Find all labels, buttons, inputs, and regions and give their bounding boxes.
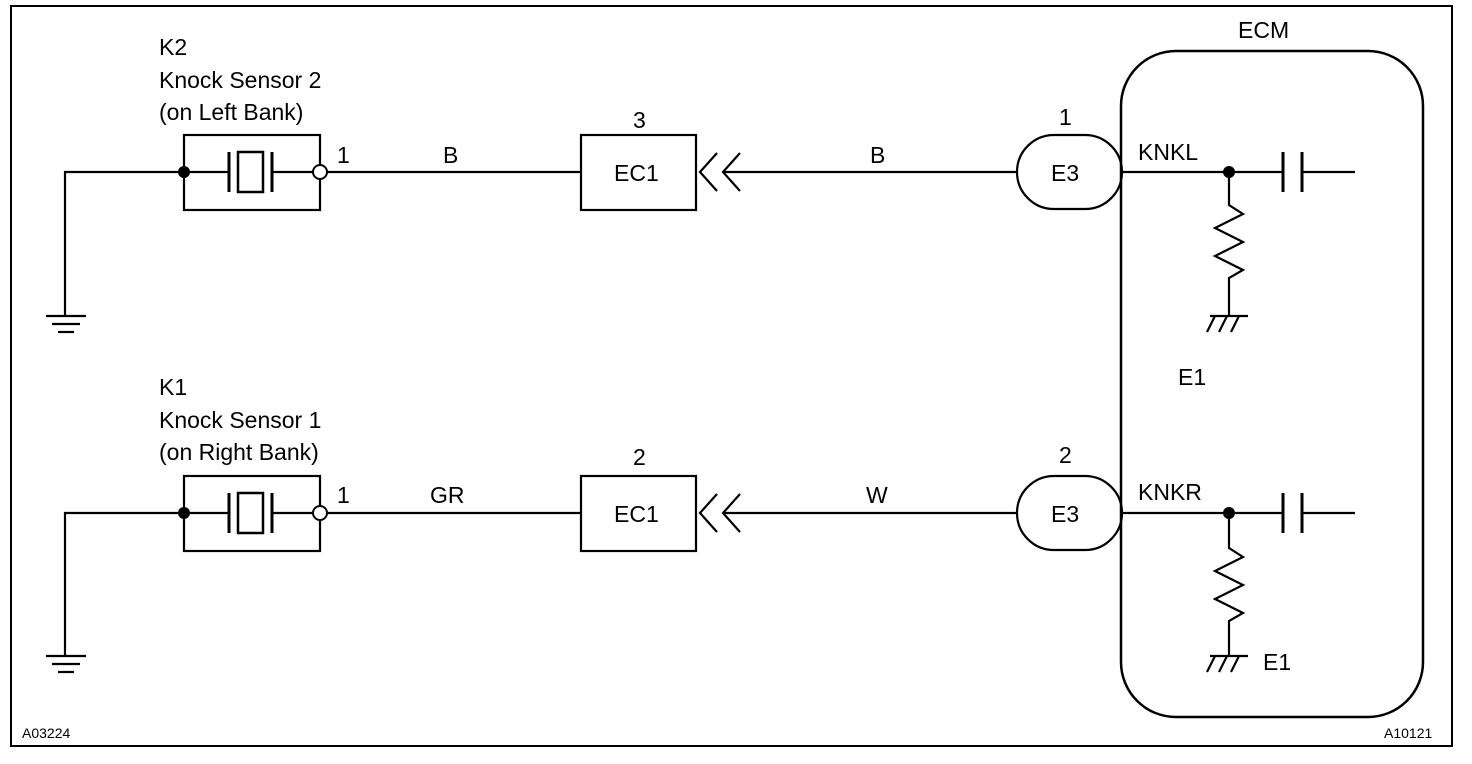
top-wire-color-2: B [870,142,885,168]
top-ec1-connector [579,133,698,212]
sensor-left-pin-terminal [312,164,328,180]
knkr-chassis-ground-icon [1206,654,1248,673]
knkl-capacitor-icon [1281,152,1355,192]
sensor-left-pin: 1 [337,142,350,168]
sensor-left-location: (on Left Bank) [159,99,303,125]
bottom-e3-label: E3 [1051,501,1079,527]
terminal-knkr: KNKR [1138,479,1202,505]
top-e3-label: E3 [1051,160,1079,186]
top-wire-color-1: B [443,142,458,168]
bottom-wire-color-1: GR [430,482,465,508]
ground-icon [46,654,86,674]
ground-label-e1-middle: E1 [1178,364,1206,390]
figure-code-left: A03224 [22,725,70,741]
sensor-right-code: K1 [159,374,187,400]
top-ec1-pin: 3 [633,107,646,133]
knkl-resistor-icon [1212,172,1246,316]
bottom-e3-pin: 2 [1059,442,1072,468]
ecm-title: ECM [1238,17,1289,43]
knkr-capacitor-icon [1281,493,1355,533]
sensor-left-ground-dot [178,166,190,178]
knock-sensor-right-symbol [182,474,322,553]
ground-icon [46,314,86,334]
top-e3-pin: 1 [1059,104,1072,130]
knkr-resistor-icon [1212,513,1246,656]
bottom-ec1-label: EC1 [614,501,659,527]
ecm-box [1119,49,1425,719]
sensor-left-code: K2 [159,34,187,60]
knock-sensor-left-symbol [182,133,322,212]
sensor-right-pin-terminal [312,505,328,521]
sensor-right-location: (on Right Bank) [159,439,319,465]
sensor-right-name: Knock Sensor 1 [159,407,321,433]
sensor-right-pin: 1 [337,482,350,508]
diagram-frame [10,5,1453,747]
bottom-ec1-connector [579,474,698,553]
sensor-left-ground-wire [63,170,184,316]
ground-label-e1-bottom: E1 [1263,649,1291,675]
sensor-left-name: Knock Sensor 2 [159,67,321,93]
top-ec1-label: EC1 [614,160,659,186]
bottom-wire-color-2: W [866,482,888,508]
knkl-chassis-ground-icon [1206,314,1248,333]
sensor-right-ground-dot [178,507,190,519]
figure-code-right: A10121 [1384,725,1432,741]
terminal-knkl: KNKL [1138,139,1198,165]
bottom-ec1-pin: 2 [633,444,646,470]
sensor-right-ground-wire [63,511,184,656]
